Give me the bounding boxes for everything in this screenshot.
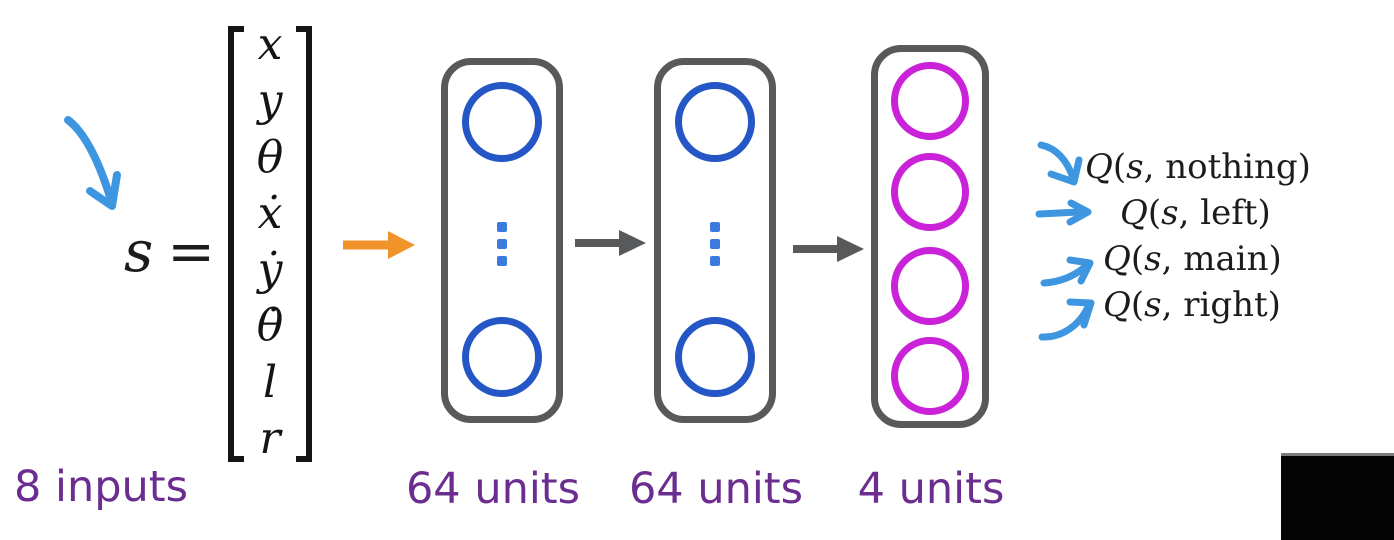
output-neuron-circle — [891, 247, 969, 325]
units-label-layer-3: 4 units — [857, 464, 1005, 514]
vector-entry: ẋ — [257, 187, 283, 239]
state-equation: s= — [124, 222, 215, 282]
neuron-circle — [675, 82, 755, 162]
neuron-circle — [462, 317, 542, 397]
hand-arrow-q-left-icon — [1035, 199, 1092, 226]
state-symbol: s — [124, 219, 154, 285]
ellipsis-dot — [710, 239, 720, 249]
hand-arrow-q-main-icon — [1040, 256, 1094, 287]
neuron-circle — [462, 82, 542, 162]
vector-entry: y — [257, 75, 283, 127]
units-label-layer-1: 64 units — [405, 464, 581, 514]
hidden-layer-2 — [654, 58, 776, 423]
output-layer — [871, 45, 989, 428]
vector-entry: r — [259, 412, 281, 464]
units-label-layer-2: 64 units — [628, 464, 804, 514]
hand-arrow-q-right-icon — [1038, 298, 1095, 341]
ellipsis-dot — [710, 222, 720, 232]
ellipsis-dot — [497, 222, 507, 232]
vector-bracket-left — [228, 26, 244, 462]
hand-arrow-q-nothing-icon — [1037, 141, 1083, 186]
layer-flow-arrow-icon — [575, 230, 646, 256]
output-neuron-circle — [891, 153, 969, 231]
hidden-layer-1 — [441, 58, 563, 423]
q-value-nothing: Q(s, nothing) — [1085, 147, 1311, 187]
video-corner-overlay — [1281, 453, 1394, 540]
inputs-count-label: 8 inputs — [14, 462, 189, 512]
vector-entry: ẏ — [257, 244, 283, 296]
equals-sign: = — [167, 219, 216, 285]
neuron-circle — [675, 317, 755, 397]
layer-flow-arrow-icon — [793, 236, 864, 262]
input-flow-arrow-icon — [343, 231, 415, 259]
ellipsis-dot — [497, 256, 507, 266]
output-neuron-circle — [891, 337, 969, 415]
output-neuron-circle — [891, 62, 969, 140]
ellipsis-dot — [710, 256, 720, 266]
q-value-left: Q(s, left) — [1120, 193, 1271, 233]
state-vector: x y θ ẋ ẏ θ̇ l r — [234, 18, 306, 466]
vector-entry: x — [257, 19, 283, 70]
vector-entry: l — [262, 356, 278, 408]
hand-arrow-state-icon — [64, 116, 121, 210]
vector-entry: θ — [256, 131, 284, 183]
q-value-main: Q(s, main) — [1103, 239, 1282, 279]
vector-entry: θ̇ — [256, 300, 284, 352]
ellipsis-dot — [497, 239, 507, 249]
vector-bracket-right — [296, 26, 312, 462]
q-value-right: Q(s, right) — [1103, 285, 1281, 325]
